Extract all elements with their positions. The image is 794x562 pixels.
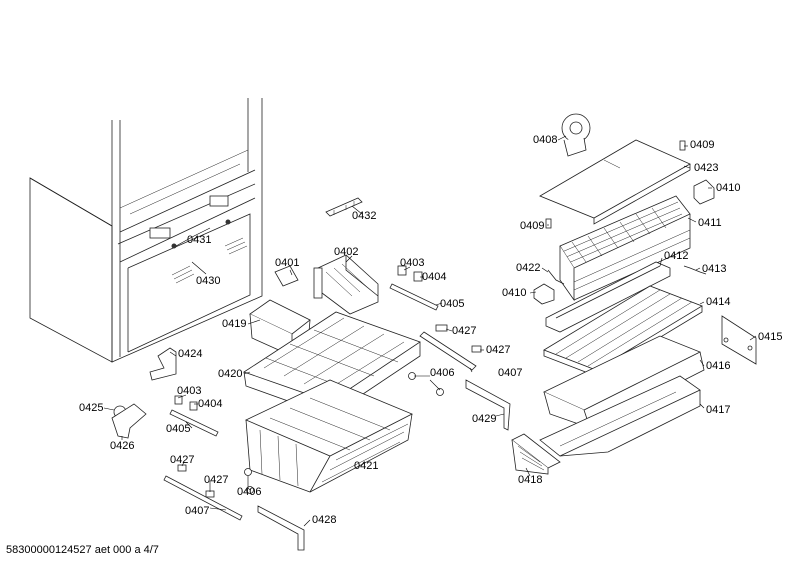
label-0427-a: 0427 [452,325,477,337]
label-0414: 0414 [706,296,731,308]
part-0405-upper [389,265,439,311]
label-0427-b: 0427 [486,344,511,356]
label-0410-lower: 0410 [502,287,527,299]
label-0407-lower: 0407 [185,505,210,517]
part-0432 [325,197,363,217]
part-0429 [465,379,511,431]
label-0406-upper: 0406 [430,367,455,379]
part-0408 [561,113,591,157]
part-0401 [274,265,299,287]
label-0408: 0408 [533,134,558,146]
part-0415 [721,315,757,365]
part-0427-c [177,464,187,472]
part-0406-b [436,388,444,396]
leader-lines [103,135,757,527]
label-0424: 0424 [178,348,203,360]
label-0411: 0411 [698,217,722,229]
label-0420: 0420 [218,368,243,380]
label-0401: 0401 [275,257,300,269]
label-0427-c: 0427 [170,454,195,466]
document-footer-id: 58300000124527 aet 000 a 4/7 [6,544,159,556]
label-0402: 0402 [334,246,359,258]
label-0409-lower: 0409 [520,220,545,232]
label-0405-upper: 0405 [440,298,465,310]
part-0414 [543,285,703,377]
part-0407-lower [163,475,243,521]
label-0410-upper: 0410 [716,182,741,194]
part-0403-lower [174,395,183,405]
label-0430: 0430 [196,275,221,287]
label-0404-upper: 0404 [422,271,447,283]
label-0413: 0413 [702,263,727,275]
part-0422 [547,269,565,285]
label-0428: 0428 [312,514,337,526]
fridge-cabinet [29,98,263,363]
part-0409-b [545,218,552,229]
label-0426: 0426 [110,440,135,452]
part-0404-lower [189,401,198,411]
label-0423: 0423 [694,162,719,174]
part-0427-b [471,345,482,353]
part-0424 [149,347,177,381]
label-0421: 0421 [354,460,379,472]
label-0418: 0418 [518,474,543,486]
part-0407-upper [419,331,477,371]
part-0413 [683,265,707,275]
part-0409-a [679,140,686,151]
label-0409-upper: 0409 [690,139,715,151]
part-0426 [111,403,147,439]
label-0432: 0432 [352,210,377,222]
label-0415: 0415 [758,331,783,343]
part-0410-upper [693,179,715,205]
label-0425: 0425 [79,402,104,414]
label-0405-lower: 0405 [166,423,191,435]
label-0416: 0416 [706,360,731,372]
label-0403-upper: 0403 [400,257,425,269]
part-0423 [539,139,691,225]
label-0417: 0417 [706,404,731,416]
label-0431: 0431 [187,234,212,246]
label-0427-d: 0427 [204,474,229,486]
label-0422: 0422 [516,262,541,274]
part-0406-c [244,468,252,476]
label-0406-lower: 0406 [237,486,262,498]
part-0416 [543,335,705,429]
part-0412 [545,261,671,333]
part-0428 [257,505,305,551]
label-0429: 0429 [472,413,497,425]
label-0404-lower: 0404 [198,398,223,410]
part-0410-lower [533,283,555,305]
label-0412: 0412 [664,250,689,262]
part-0405-lower [169,409,219,437]
label-0403-lower: 0403 [177,385,202,397]
part-0411 [559,195,691,302]
part-0402 [313,254,379,315]
label-0407-upper: 0407 [498,367,523,379]
label-0419: 0419 [222,318,247,330]
part-0421 [245,379,413,493]
part-0418 [511,433,561,475]
part-0427-a [435,324,448,332]
part-0417 [539,375,701,457]
